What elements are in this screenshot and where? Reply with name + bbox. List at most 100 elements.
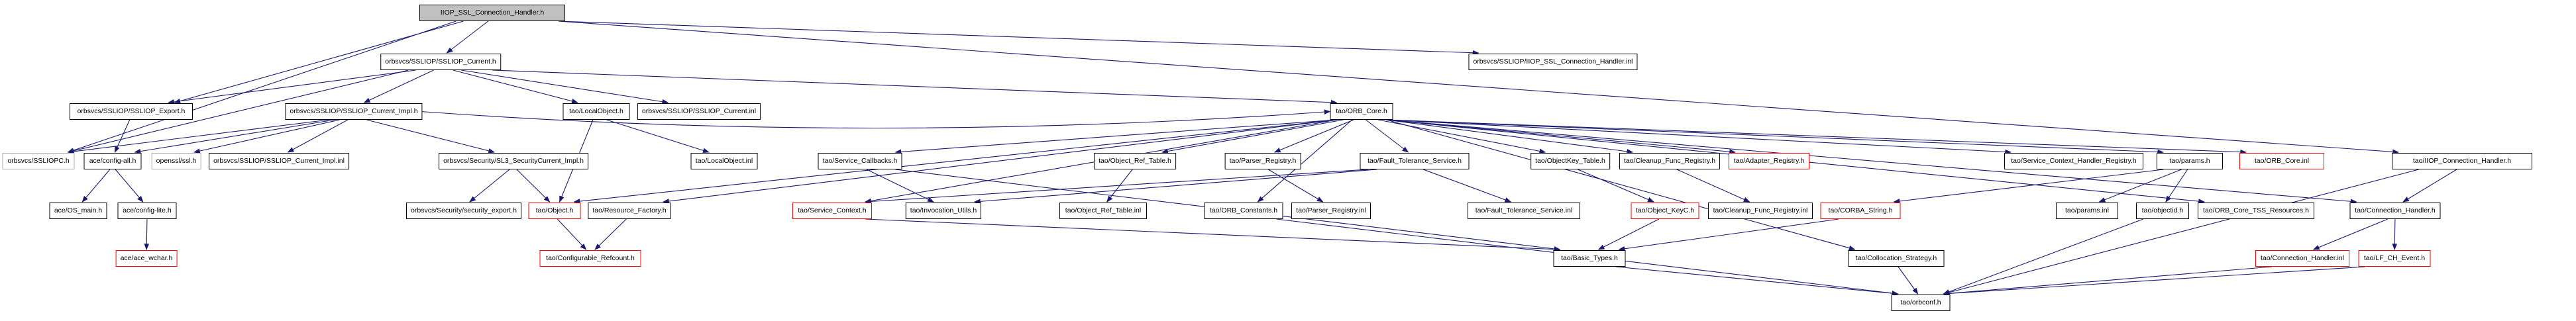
graph-node-n3[interactable]: orbsvcs/SSLIOP/IIOP_SSL_Connection_Handl… — [1468, 54, 1638, 70]
graph-node-n9[interactable]: orbsvcs/SSLIOPC.h — [2, 153, 75, 169]
graph-node-n23[interactable]: tao/params.h — [2157, 153, 2223, 169]
graph-node-n34[interactable]: tao/ORB_Constants.h — [1204, 203, 1283, 219]
edge-n20-n38 — [1676, 169, 1750, 203]
edge-n18-n32 — [973, 169, 1377, 205]
graph-node-n20[interactable]: tao/Cleanup_Func_Registry.h — [1619, 153, 1721, 169]
edge-n8-n15 — [894, 119, 1337, 155]
graph-node-n13[interactable]: orbsvcs/Security/SL3_SecurityCurrent_Imp… — [439, 153, 588, 169]
edge-n8-n29 — [573, 119, 1337, 204]
edge-n41-n50 — [1943, 218, 2143, 295]
graph-node-n30[interactable]: tao/Resource_Factory.h — [588, 203, 671, 219]
graph-node-n14[interactable]: tao/LocalObject.inl — [690, 153, 758, 169]
edge-n43-n48 — [2312, 218, 2388, 250]
graph-node-n25[interactable]: tao/IIOP_Connection_Handler.h — [2392, 153, 2532, 169]
graph-node-n2[interactable]: orbsvcs/SSLIOP/SSLIOP_Current.h — [380, 54, 501, 70]
edge-n15-n32 — [866, 169, 934, 203]
edge-n2-n7 — [461, 69, 669, 105]
edge-n13-n28 — [469, 169, 510, 203]
edge-n2-n6 — [453, 69, 578, 104]
graph-node-n21[interactable]: tao/Adapter_Registry.h — [1729, 153, 1809, 169]
graph-node-n17[interactable]: tao/Parser_Registry.h — [1224, 153, 1301, 169]
graph-node-n40[interactable]: tao/params.inl — [2056, 203, 2118, 219]
edge-n6-n14 — [606, 119, 710, 154]
graph-node-n27[interactable]: ace/config-lite.h — [117, 203, 177, 219]
edge-n8-n30 — [662, 119, 1337, 204]
graph-node-n44[interactable]: ace/ace_wchar.h — [115, 250, 178, 267]
edge-n19-n37 — [1578, 169, 1654, 203]
edge-n1-n2 — [446, 21, 489, 54]
edge-n2-n8 — [492, 69, 1338, 105]
edge-n23-n40 — [2098, 169, 2182, 203]
graph-node-n43[interactable]: tao/Connection_Handler.h — [2349, 203, 2441, 219]
graph-node-n35[interactable]: tao/Parser_Registry.inl — [1291, 203, 1371, 219]
graph-node-n36[interactable]: tao/Fault_Tolerance_Service.inl — [1468, 203, 1580, 219]
graph-node-n29[interactable]: tao/Object.h — [528, 203, 581, 219]
edge-n1-n9 — [67, 21, 456, 153]
graph-node-n11[interactable]: openssl/ssl.h — [151, 153, 201, 169]
edge-n8-n47 — [1386, 119, 1856, 251]
edge-n2-n4 — [167, 69, 416, 105]
graph-node-n10[interactable]: ace/config-all.h — [83, 153, 142, 169]
edge-n29-n45 — [557, 218, 587, 250]
graph-node-n8[interactable]: tao/ORB_Core.h — [1330, 103, 1393, 120]
graph-node-n45[interactable]: tao/Configurable_Refcount.h — [539, 250, 641, 267]
edge-n5-n11 — [193, 119, 340, 154]
graph-node-n6[interactable]: tao/LocalObject.h — [563, 103, 630, 120]
edge-n25-n43 — [2402, 169, 2457, 203]
graph-node-n18[interactable]: tao/Fault_Tolerance_Service.h — [1360, 153, 1470, 169]
root-node: IIOP_SSL_Connection_Handler.h — [419, 5, 565, 21]
graph-node-n41[interactable]: tao/objectid.h — [2136, 203, 2189, 219]
graph-node-n33[interactable]: tao/Object_Ref_Table.inl — [1059, 203, 1147, 219]
graph-node-n42[interactable]: tao/ORB_Core_TSS_Resources.h — [2198, 203, 2314, 219]
graph-node-n28[interactable]: orbsvcs/Security/security_export.h — [406, 203, 521, 219]
graph-node-n12[interactable]: orbsvcs/SSLIOP/SSLIOP_Current_Impl.inl — [209, 153, 349, 169]
edge-n8-n43 — [1386, 119, 2357, 205]
edge-n8-n22 — [1386, 119, 2012, 155]
graph-node-n7[interactable]: orbsvcs/SSLIOP/SSLIOP_Current.inl — [637, 103, 761, 120]
edge-n8-n19 — [1378, 119, 1546, 154]
edge-n30-n45 — [594, 218, 627, 250]
graph-node-n38[interactable]: tao/Cleanup_Func_Registry.inl — [1708, 203, 1813, 219]
edge-n49-n50 — [1943, 266, 2365, 297]
graph-node-n15[interactable]: tao/Service_Callbacks.h — [818, 153, 902, 169]
graph-node-n47[interactable]: tao/Collocation_Strategy.h — [1848, 250, 1945, 267]
edge-n13-n29 — [516, 169, 551, 203]
graph-node-n37[interactable]: tao/Object_KeyC.h — [1631, 203, 1699, 219]
edge-n23-n41 — [2165, 169, 2188, 203]
edge-n18-n36 — [1423, 169, 1512, 203]
graph-node-n19[interactable]: tao/ObjectKey_Table.h — [1530, 153, 1610, 169]
edge-n8-n34 — [1257, 119, 1353, 203]
edge-n8-n17 — [1273, 119, 1354, 153]
graph-node-n48[interactable]: tao/Connection_Handler.inl — [2255, 250, 2349, 267]
graph-node-n31[interactable]: tao/Service_Context.h — [792, 203, 872, 219]
graph-node-n22[interactable]: tao/Service_Context_Handler_Registry.h — [2004, 153, 2143, 169]
graph-node-n5[interactable]: orbsvcs/SSLIOP/SSLIOP_Current_Impl.h — [285, 103, 423, 120]
edge-n5-n12 — [287, 119, 349, 153]
edge-n25-n50 — [1943, 169, 2419, 295]
graph-node-n39[interactable]: tao/CORBA_String.h — [1820, 203, 1901, 219]
edge-n2-n5 — [363, 69, 434, 103]
graph-node-n46[interactable]: tao/Basic_Types.h — [1553, 250, 1626, 267]
edge-n8-n23 — [1386, 119, 2165, 155]
graph-node-n4[interactable]: orbsvcs/SSLIOP/SSLIOP_Export.h — [70, 103, 193, 120]
edge-n1-n3 — [558, 21, 1479, 56]
edge-n8-n21 — [1386, 119, 1737, 155]
graph-node-n16[interactable]: tao/Object_Ref_Table.h — [1094, 153, 1176, 169]
graph-node-n32[interactable]: tao/Invocation_Utils.h — [905, 203, 982, 219]
graph-node-n26[interactable]: ace/OS_main.h — [49, 203, 107, 219]
edge-n10-n27 — [115, 169, 144, 203]
graph-node-n24[interactable]: tao/ORB_Core.inl — [2239, 153, 2324, 169]
graph-node-n49[interactable]: tao/LF_CH_Event.h — [2358, 250, 2431, 267]
edge-n47-n50 — [1898, 266, 1919, 295]
edge-n5-n8 — [420, 109, 1331, 129]
graph-node-n50[interactable]: tao/orbconf.h — [1891, 295, 1951, 311]
edge-n31-n46 — [865, 218, 1561, 252]
edge-n46-n50 — [1615, 266, 1899, 296]
edge-n8-n20 — [1386, 119, 1634, 154]
edge-n39-n46 — [1618, 218, 1839, 252]
edge-n4-n10 — [114, 119, 131, 154]
edge-n17-n35 — [1267, 169, 1324, 203]
edge-n18-n31 — [864, 169, 1368, 205]
